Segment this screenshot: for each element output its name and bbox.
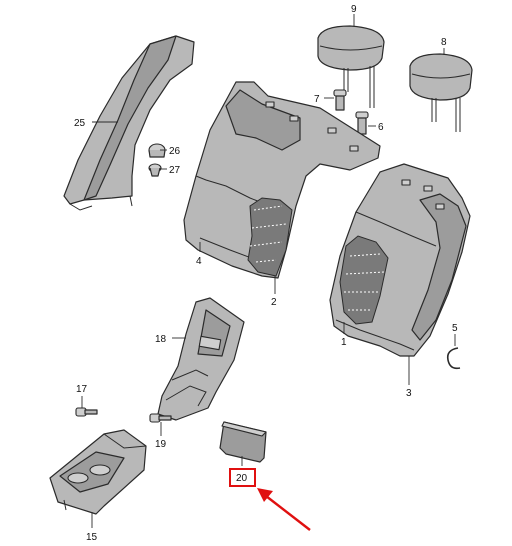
label-18: 18 bbox=[155, 334, 167, 345]
part-7-headrest-guide[interactable] bbox=[333, 89, 347, 111]
part-8-headrest[interactable] bbox=[409, 53, 473, 132]
label-15: 15 bbox=[86, 532, 98, 543]
part-5-c-clip[interactable] bbox=[446, 347, 461, 370]
red-arrow bbox=[265, 495, 311, 531]
part-labels: 25 26 27 9 8 7 6 4 2 1 3 5 18 17 19 15 2… bbox=[74, 4, 458, 543]
highlight-box bbox=[229, 468, 256, 487]
part-26-clip[interactable] bbox=[148, 143, 166, 158]
label-8: 8 bbox=[441, 37, 447, 48]
part-25-side-trim[interactable] bbox=[63, 35, 195, 211]
part-6-headrest-guide[interactable] bbox=[355, 111, 369, 135]
part-17-screw[interactable] bbox=[75, 407, 98, 417]
label-3: 3 bbox=[406, 388, 412, 399]
label-25: 25 bbox=[74, 118, 86, 129]
label-20: 20 bbox=[236, 473, 248, 484]
red-arrow-head bbox=[257, 488, 273, 502]
part-15-armrest[interactable] bbox=[49, 429, 147, 515]
part-19-screw[interactable] bbox=[149, 413, 172, 423]
label-5: 5 bbox=[452, 323, 458, 334]
leader-lines bbox=[81, 14, 456, 528]
highlight-annotation bbox=[229, 468, 311, 531]
part-9-headrest[interactable] bbox=[317, 25, 385, 108]
label-7: 7 bbox=[314, 94, 320, 105]
part-20-pad[interactable] bbox=[219, 421, 267, 463]
part-27-clip[interactable] bbox=[148, 163, 162, 177]
label-27: 27 bbox=[169, 165, 181, 176]
part-4-backrest-frame-left[interactable] bbox=[183, 81, 381, 279]
label-6: 6 bbox=[378, 122, 384, 133]
part-18-armrest-bracket[interactable] bbox=[157, 297, 245, 421]
label-1: 1 bbox=[341, 337, 347, 348]
label-4: 4 bbox=[196, 256, 202, 267]
label-17: 17 bbox=[76, 384, 88, 395]
label-2: 2 bbox=[271, 297, 277, 308]
label-9: 9 bbox=[351, 4, 357, 15]
part-3-backrest-frame-right[interactable] bbox=[329, 163, 471, 357]
label-19: 19 bbox=[155, 439, 167, 450]
label-26: 26 bbox=[169, 146, 181, 157]
